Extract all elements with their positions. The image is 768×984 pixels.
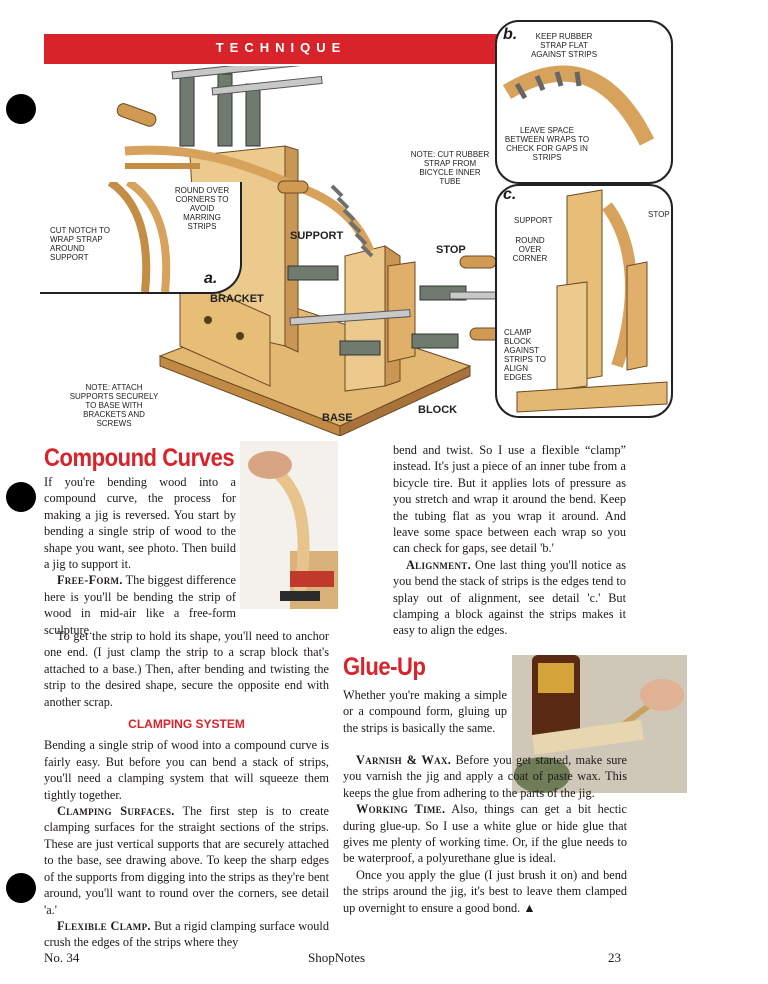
para-freeform: Free-Form. The biggest difference here i… bbox=[44, 572, 236, 638]
para-varnish-text: Before you get started, make sure you va… bbox=[343, 753, 627, 800]
footer-magazine: ShopNotes bbox=[308, 950, 366, 965]
photo-glue-brush bbox=[512, 655, 687, 793]
heading-glue-up: Glue-Up bbox=[343, 653, 426, 681]
callout-note-base: NOTE: ATTACH SUPPORTS SECURELY TO BASE W… bbox=[69, 383, 159, 428]
section-title: TECHNIQUE bbox=[215, 40, 347, 55]
section-banner: TECHNIQUE bbox=[44, 34, 518, 64]
detail-c-letter: c. bbox=[503, 186, 517, 203]
para-anchor: To get the strip to hold its shape, you'… bbox=[44, 629, 329, 709]
article-col2-bottom: Varnish & Wax. Before you get started, m… bbox=[343, 752, 627, 916]
subhead-clamping-system: CLAMPING SYSTEM bbox=[128, 717, 245, 732]
label-block: BLOCK bbox=[418, 404, 458, 416]
para-freeform-text: The biggest difference here is you'll be… bbox=[44, 573, 236, 637]
para-varnish: Varnish & Wax. Before you get started, m… bbox=[343, 752, 627, 801]
article-col2-top: bend and twist. So I use a flexible “cla… bbox=[393, 442, 626, 639]
heading-compound-curves: Compound Curves bbox=[44, 444, 235, 472]
label-base: BASE bbox=[322, 412, 353, 424]
photo-bending-strip bbox=[240, 441, 338, 609]
para-clamping-intro: Bending a single strip of wood into a co… bbox=[44, 738, 329, 802]
runin-freeform: Free-Form. bbox=[57, 573, 123, 588]
label-support: SUPPORT bbox=[290, 230, 344, 242]
jig-illustration bbox=[116, 66, 520, 436]
para-flexible-clamp: Flexible Clamp. But a rigid clamping sur… bbox=[44, 918, 329, 951]
runin-varnish: Varnish & Wax. bbox=[356, 753, 452, 767]
para-intro: If you're bending wood into a compound c… bbox=[44, 475, 236, 572]
article-col2-middle: Whether you're making a simple or a comp… bbox=[343, 687, 507, 736]
detail-c-clamp: CLAMP BLOCK AGAINST STRIPS TO ALIGN EDGE… bbox=[504, 328, 546, 382]
binder-hole-bottom bbox=[6, 873, 36, 903]
end-mark-icon: ▲ bbox=[523, 900, 536, 915]
footer-page-number: 23 bbox=[608, 950, 621, 965]
detail-b-note-space: LEAVE SPACE BETWEEN WRAPS TO CHECK FOR G… bbox=[504, 126, 590, 162]
binder-hole-top bbox=[6, 94, 36, 124]
detail-c-drawing bbox=[516, 189, 668, 413]
callout-note-strap: NOTE: CUT RUBBER STRAP FROM BICYCLE INNE… bbox=[410, 150, 490, 186]
para-inner-tube: bend and twist. So I use a flexible “cla… bbox=[393, 443, 626, 556]
para-clamping-surfaces: Clamping Surfaces. The first step is to … bbox=[44, 803, 329, 918]
runin-alignment: Alignment. bbox=[406, 557, 471, 572]
article-col1-bottom: To get the strip to hold its shape, you'… bbox=[44, 628, 329, 951]
callout-round-over: ROUND OVER CORNERS TO AVOID MARRING STRI… bbox=[174, 186, 230, 231]
runin-flexible-clamp: Flexible Clamp. bbox=[57, 918, 151, 933]
detail-c-stop: STOP bbox=[648, 210, 670, 219]
para-clamping-surfaces-text: The first step is to create clamping sur… bbox=[44, 804, 329, 917]
para-working-time-text: Also, things can get a bit hectic during… bbox=[343, 802, 628, 866]
detail-b-note-flat: KEEP RUBBER STRAP FLAT AGAINST STRIPS bbox=[530, 32, 598, 59]
footer-issue: No. 34 bbox=[44, 950, 80, 965]
detail-b-panel bbox=[495, 20, 673, 184]
para-glue-intro: Whether you're making a simple or a comp… bbox=[343, 688, 507, 735]
para-alignment-text: One last thing you'll notice as you bend… bbox=[393, 557, 626, 638]
detail-a-panel bbox=[40, 182, 242, 294]
detail-c-panel bbox=[495, 184, 673, 418]
callout-notch: CUT NOTCH TO WRAP STRAP AROUND SUPPORT bbox=[50, 226, 111, 262]
runin-working-time: Working Time. bbox=[356, 802, 446, 817]
detail-a-drawing bbox=[107, 182, 171, 292]
binder-hole-middle bbox=[6, 482, 36, 512]
para-working-time: Working Time. Also, things can get a bit… bbox=[343, 801, 627, 867]
detail-c-support: SUPPORT bbox=[514, 216, 553, 225]
detail-b-letter: b. bbox=[503, 26, 518, 43]
para-alignment: Alignment. One last thing you'll notice … bbox=[393, 557, 626, 639]
label-stop: STOP bbox=[436, 244, 466, 256]
detail-b-drawing bbox=[502, 65, 655, 146]
detail-a-letter: a. bbox=[204, 270, 218, 287]
detail-c-round: ROUND OVER CORNER bbox=[512, 236, 548, 263]
para-overnight-text: Once you apply the glue (I just brush it… bbox=[343, 867, 627, 915]
para-overnight: Once you apply the glue (I just brush it… bbox=[343, 867, 627, 916]
label-bracket: BRACKET bbox=[210, 293, 264, 305]
article-col1-top: If you're bending wood into a compound c… bbox=[44, 474, 236, 638]
runin-clamping-surfaces: Clamping Surfaces. bbox=[57, 804, 175, 819]
para-flexible-clamp-text: But a rigid clamping surface would crush… bbox=[44, 918, 329, 950]
